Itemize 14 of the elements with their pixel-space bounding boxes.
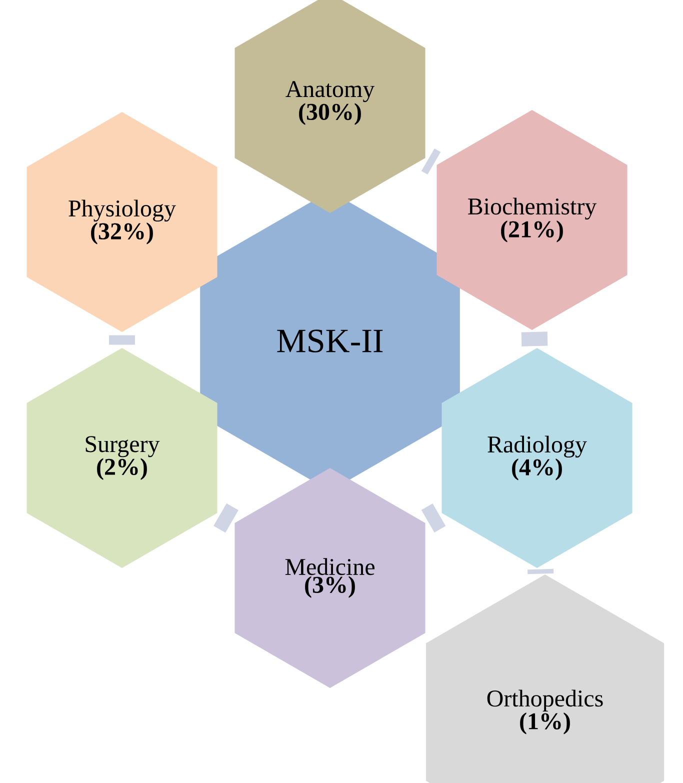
connector <box>421 148 441 175</box>
hexagon: Biochemistry (21%) <box>436 110 628 330</box>
connector <box>528 568 554 574</box>
hexagon: Anatomy (30%) <box>234 0 426 213</box>
hexagon: Orthopedics (1%) <box>426 574 664 783</box>
connector <box>521 332 548 346</box>
hexagon: Medicine (3%) <box>234 468 426 688</box>
connector <box>421 503 446 533</box>
connector <box>109 335 135 345</box>
hexagon: MSK-II <box>200 191 460 491</box>
hexagon: Physiology (32%) <box>26 112 218 332</box>
hexagon: Radiology (4%) <box>442 348 632 568</box>
hexagon: Surgery (2%) <box>26 348 218 568</box>
connector <box>214 503 238 533</box>
